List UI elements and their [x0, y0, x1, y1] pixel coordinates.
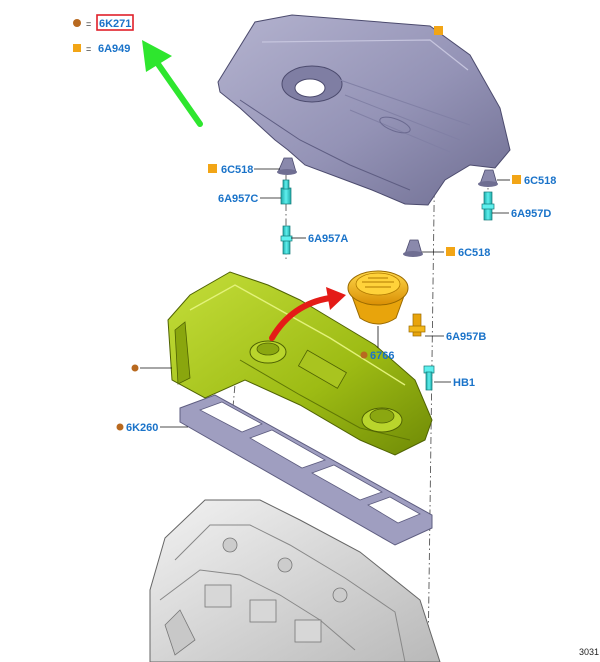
valve-cover — [167, 271, 433, 456]
circle-marker — [131, 364, 139, 372]
bolt-hb1 — [423, 365, 435, 391]
legend-label-2: 6A949 — [98, 43, 130, 55]
legend-equals-1: = — [86, 19, 91, 29]
gasket — [179, 394, 433, 546]
callout-label: 6A957C — [218, 193, 258, 205]
stud-6a957a — [280, 225, 293, 255]
stud-6a957c — [280, 179, 292, 205]
callout-6a957a: 6A957A — [291, 233, 348, 245]
stud-6a957b — [408, 313, 426, 337]
callout-label: 6A957D — [511, 208, 551, 220]
callout-label: 6C518 — [524, 175, 556, 187]
engine-cover — [217, 14, 511, 206]
callout-6a957b: 6A957B — [425, 331, 486, 343]
callout-label: 6766 — [370, 350, 394, 362]
circle-marker — [360, 351, 368, 359]
callout-label: HB1 — [453, 377, 475, 389]
figure-reference: 3031 — [579, 647, 599, 657]
callout-hb1: HB1 — [434, 377, 475, 389]
circle-marker — [116, 423, 124, 431]
callout-6c518-mid: 6C518 — [422, 247, 490, 259]
red-arrow — [269, 287, 346, 341]
legend-label-1: 6K271 — [99, 18, 131, 30]
callout-6a957c: 6A957C — [218, 193, 281, 205]
callout-6c518-left: 6C518 — [208, 164, 280, 176]
square-marker — [512, 175, 521, 184]
grommet-left — [277, 157, 297, 175]
square-marker — [208, 164, 217, 173]
green-arrow — [142, 40, 203, 127]
callout-6a957d: 6A957D — [492, 208, 551, 220]
grommet-mid — [403, 239, 423, 257]
callout-label: 6C518 — [221, 164, 253, 176]
stud-6a957d — [481, 191, 495, 221]
callout-6766: 6766 — [360, 326, 394, 362]
engine-block — [149, 499, 441, 662]
callout-label: 6C518 — [458, 247, 490, 259]
legend: = 6K271 = 6A949 — [73, 14, 134, 55]
callout-6k260: 6K260 — [116, 422, 188, 434]
callout-label: 6K260 — [126, 422, 158, 434]
square-marker — [446, 247, 455, 256]
legend-equals-2: = — [86, 44, 91, 54]
callout-label: 6A957B — [446, 331, 486, 343]
cover-square-marker — [434, 26, 443, 35]
grommet-right — [478, 169, 498, 187]
oil-filler-cap — [347, 270, 409, 325]
legend-square-marker — [73, 44, 81, 52]
callout-label: 6A957A — [308, 233, 348, 245]
callout-6c518-right: 6C518 — [497, 175, 556, 187]
legend-highlight-box — [96, 14, 134, 31]
legend-circle-marker — [73, 19, 81, 27]
centerline-right — [427, 59, 437, 661]
callout-valve-cover — [131, 364, 172, 372]
